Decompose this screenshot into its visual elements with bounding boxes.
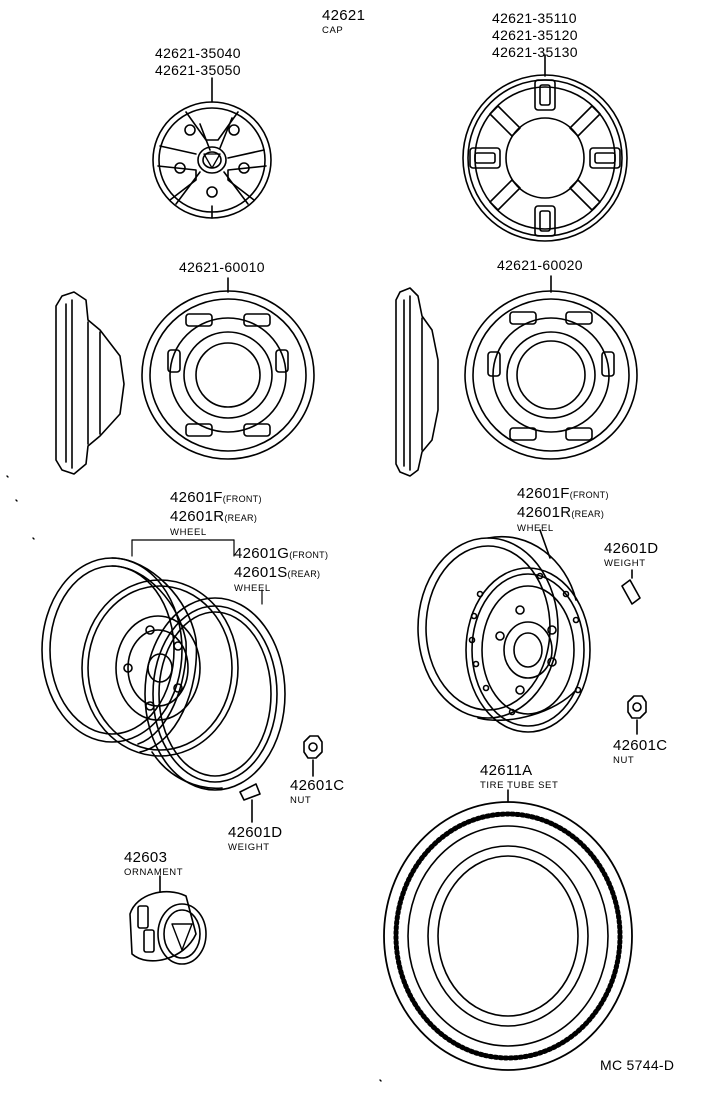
split-wheel-drawing [41, 557, 286, 791]
split-wheel-name: WHEEL [170, 527, 207, 538]
split-wheel-weight-name: WEIGHT [228, 842, 270, 853]
split-wheel-rear-qualifier: (REAR) [224, 513, 258, 523]
trim-ring-60020-number: 42621-60020 [497, 257, 583, 273]
split-ring-name: WHEEL [234, 583, 271, 594]
small-hubcap-numbers: 42621-35040 42621-35050 [155, 46, 241, 80]
small-hubcap-number-2: 42621-35050 [155, 62, 241, 78]
ornament-part-name: ORNAMENT [124, 867, 184, 878]
split-wheel-front-qualifier: (FRONT) [222, 494, 262, 504]
split-wheel-nut-name: NUT [290, 795, 312, 806]
slotted-hubcap-number-1: 42621-35110 [492, 10, 577, 26]
slotted-hubcap-drawing [462, 54, 628, 242]
ornament-label: 42603 ORNAMENT [124, 850, 183, 878]
tire-part-number: 42611A [480, 762, 533, 779]
disc-wheel-name: WHEEL [517, 523, 554, 534]
disc-wheel-nut-label: 42601C NUT [613, 738, 667, 766]
tire-label: 42611A TIRE TUBE SET [480, 763, 558, 791]
split-ring-labels: 42601G(FRONT) 42601S(REAR) WHEEL [234, 546, 328, 594]
split-wheel-weight-label: 42601D WEIGHT [228, 825, 282, 853]
trim-ring-60010-drawing [141, 277, 315, 460]
ornament-part-number: 42603 [124, 849, 168, 866]
split-wheel-nut-label: 42601C NUT [290, 778, 344, 806]
tire-drawing [383, 789, 633, 1071]
slotted-hubcap-numbers: 42621-35110 42621-35120 42621-35130 [492, 11, 578, 62]
cap-part-name: CAP [322, 25, 344, 36]
disc-wheel-nut-name: NUT [613, 755, 635, 766]
split-wheel-nut-number: 42601C [290, 777, 345, 794]
disc-wheel-rear-number: 42601R [517, 504, 572, 521]
small-hubcap-drawing [152, 77, 272, 219]
split-ring-front-number: 42601G [234, 545, 290, 562]
right-trim-ring-profile [395, 287, 439, 477]
split-wheel-weight-number: 42601D [228, 824, 283, 841]
split-ring-rear-number: 42601S [234, 564, 288, 581]
tire-part-name: TIRE TUBE SET [480, 780, 559, 791]
split-wheel-nut-drawing [303, 735, 323, 777]
cap-label-group: 42621 CAP [322, 8, 365, 36]
disc-wheel-weight-drawing [621, 569, 641, 605]
small-hubcap-number-1: 42621-35040 [155, 45, 241, 61]
ornament-drawing [129, 875, 207, 965]
left-trim-ring-profile [55, 291, 125, 475]
cap-part-number: 42621 [322, 7, 366, 24]
trim-ring-60020-drawing [464, 275, 638, 460]
split-ring-front-qualifier: (FRONT) [289, 550, 329, 560]
split-wheel-rear-number: 42601R [170, 508, 225, 525]
disc-wheel-drawing [417, 529, 591, 733]
scan-specks [6, 475, 382, 1082]
disc-wheel-front-qualifier: (FRONT) [569, 490, 609, 500]
drawing-code: MC 5744-D [600, 1057, 675, 1073]
disc-wheel-weight-number: 42601D [604, 540, 659, 557]
disc-wheel-nut-drawing [627, 695, 647, 735]
split-ring-rear-qualifier: (REAR) [287, 569, 321, 579]
disc-wheel-nut-number: 42601C [613, 737, 668, 754]
disc-wheel-weight-label: 42601D WEIGHT [604, 541, 658, 569]
disc-wheel-labels: 42601F(FRONT) 42601R(REAR) WHEEL [517, 486, 609, 534]
split-wheel-weight-drawing [239, 783, 261, 823]
slotted-hubcap-number-3: 42621-35130 [492, 44, 578, 60]
split-wheel-leaders [131, 539, 263, 605]
disc-wheel-front-number: 42601F [517, 485, 570, 502]
trim-ring-60010-number: 42621-60010 [179, 259, 265, 275]
slotted-hubcap-number-2: 42621-35120 [492, 27, 578, 43]
disc-wheel-rear-qualifier: (REAR) [571, 509, 605, 519]
disc-wheel-weight-name: WEIGHT [604, 558, 646, 569]
split-wheel-labels: 42601F(FRONT) 42601R(REAR) WHEEL [170, 490, 262, 538]
split-wheel-front-number: 42601F [170, 489, 223, 506]
